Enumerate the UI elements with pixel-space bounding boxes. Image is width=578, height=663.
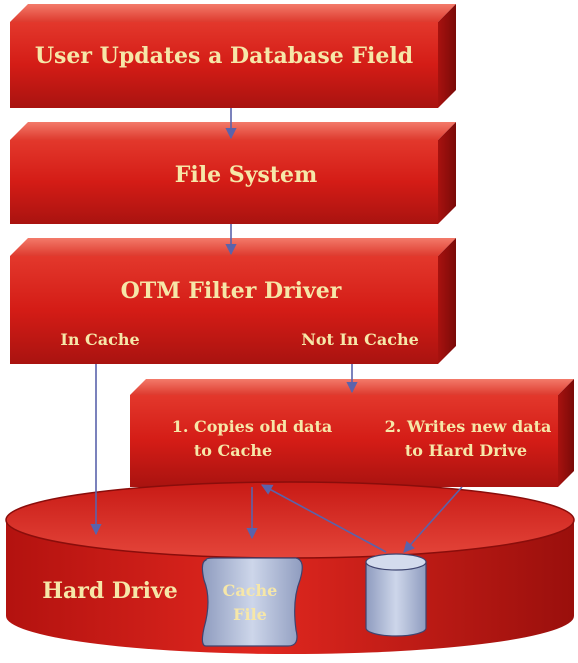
box-copy-write-side [558,379,574,487]
box-file-system: File System [10,122,456,224]
box-user-updates-side [438,4,456,108]
cache-file-line2: File [233,605,267,624]
box-filter-driver-title: OTM Filter Driver [121,278,342,304]
box-copy-write-front [130,395,558,487]
box-user-updates-title: User Updates a Database Field [35,43,413,69]
box-copy-write: 1. Copies old data to Cache 2. Writes ne… [130,379,574,487]
box-filter-driver-top [10,238,456,256]
flow-arrows [90,108,463,553]
box-file-system-top [10,122,456,140]
step1-line2: to Cache [194,441,272,460]
box-user-updates-top [10,4,456,22]
cache-file-shape [201,557,303,647]
hard-drive-label: Hard Drive [42,578,177,604]
branch-in-cache-label: In Cache [60,330,139,349]
box-user-updates: User Updates a Database Field [10,4,456,108]
data-cylinder [365,553,427,637]
box-filter-driver-front [10,256,438,364]
box-file-system-side [438,122,456,224]
step2-line1: 2. Writes new data [385,417,552,436]
step1-line1: 1. Copies old data [172,417,333,436]
box-user-updates-front [10,22,438,108]
cache-file-line1: Cache [223,581,278,600]
hard-drive-cylinder: Hard Drive Cache File [5,481,575,654]
box-filter-driver: OTM Filter Driver In Cache Not In Cache [10,238,456,364]
arrow-write-to-disk [403,486,463,553]
data-cylinder-body [365,561,427,637]
cache-file: Cache File [201,557,303,647]
arrow-disk-to-copy [261,484,387,553]
branch-not-in-cache-label: Not In Cache [301,330,419,349]
box-file-system-title: File System [175,162,317,188]
hard-drive-top [5,481,575,559]
data-cylinder-top [365,553,427,571]
box-file-system-front [10,140,438,224]
step2-line2: to Hard Drive [405,441,527,460]
box-filter-driver-side [438,238,456,364]
